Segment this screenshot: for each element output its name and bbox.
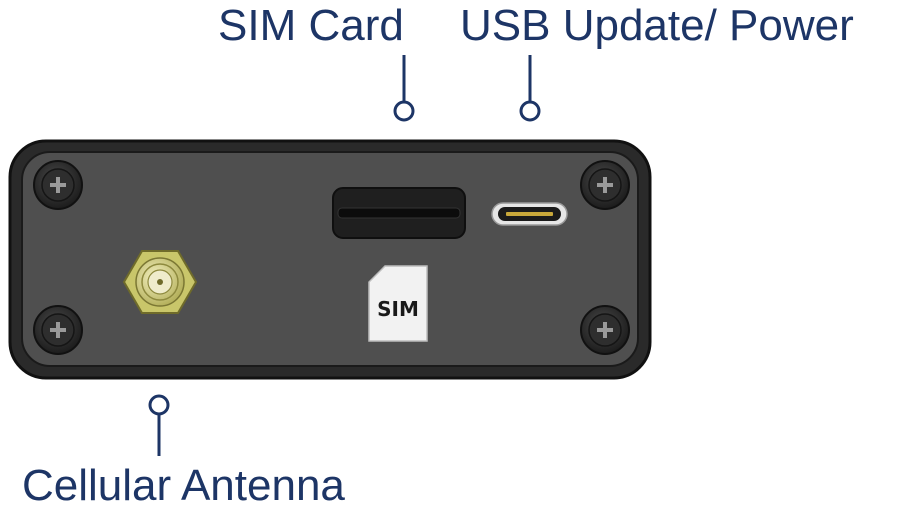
leader-line-sim [393, 55, 415, 122]
callout-sim-card: SIM Card [218, 1, 404, 50]
phillips-screw-icon [580, 160, 630, 210]
sim-slot-icon [332, 187, 466, 239]
callout-usb-update-power: USB Update/ Power [460, 1, 854, 50]
phillips-screw-icon [33, 305, 83, 355]
sim-card-icon: SIM [368, 265, 428, 342]
callout-cellular-antenna: Cellular Antenna [22, 461, 345, 510]
phillips-screw-icon [33, 160, 83, 210]
leader-line-usb [519, 55, 541, 122]
enclosure [8, 139, 652, 380]
sim-card-label: SIM [377, 297, 419, 321]
leader-line-antenna [148, 394, 170, 456]
sma-antenna-connector-icon [122, 250, 198, 314]
enclosure-front-face [21, 151, 639, 367]
usb-c-port-icon [491, 202, 568, 226]
phillips-screw-icon [580, 305, 630, 355]
